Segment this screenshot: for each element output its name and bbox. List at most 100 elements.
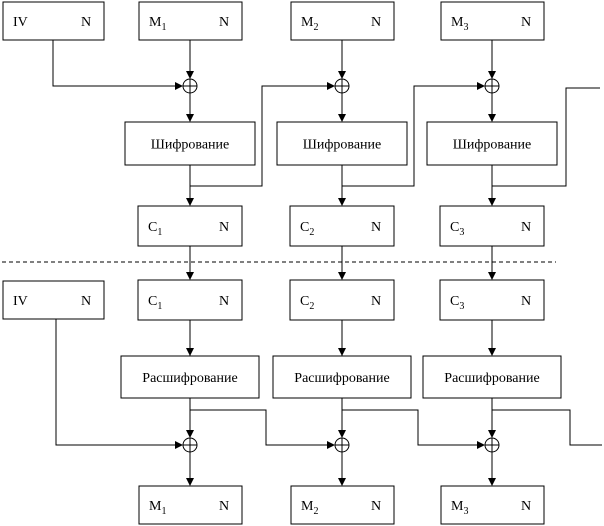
block-frame xyxy=(2,1,105,41)
dec-wire-iv-to-xor xyxy=(55,319,182,446)
enc-ciphertext-block-2: C2 N xyxy=(289,205,395,247)
block-label-subscript: 2 xyxy=(313,506,318,517)
block-size-label: N xyxy=(521,15,531,30)
block-frame xyxy=(290,485,395,525)
dec-xor-1 xyxy=(182,437,198,453)
enc-cipher-box-3: Шифрование xyxy=(426,121,558,166)
block-size-label: N xyxy=(521,499,531,514)
dec-cipher-box-1: Расшифрование xyxy=(120,355,260,399)
block-label: M1 xyxy=(149,15,166,33)
op-label: Расшифрование xyxy=(444,371,539,386)
dec-arrow-xor-to-m xyxy=(488,478,496,486)
dec-arrow-feedback-2 xyxy=(477,441,485,449)
block-label: C3 xyxy=(450,220,464,238)
block-label: C2 xyxy=(300,220,314,238)
block-size-label: N xyxy=(81,15,91,30)
block-label: M3 xyxy=(451,15,468,33)
op-frame xyxy=(422,355,562,399)
block-label-subscript: 3 xyxy=(463,22,468,33)
block-frame xyxy=(289,205,395,247)
block-frame xyxy=(137,279,243,321)
enc-arrow-cipher-to-c xyxy=(338,198,346,206)
block-label: IV xyxy=(13,15,28,30)
enc-ciphertext-block-1: C1 N xyxy=(137,205,243,247)
block-label: C2 xyxy=(300,294,314,312)
block-label-subscript: 2 xyxy=(309,301,314,312)
block-label: IV xyxy=(13,294,28,309)
block-frame xyxy=(289,279,395,321)
block-label: C3 xyxy=(450,294,464,312)
op-label: Шифрование xyxy=(151,138,230,153)
op-label: Шифрование xyxy=(453,138,532,153)
block-size-label: N xyxy=(521,220,531,235)
enc-arrow-iv-to-xor xyxy=(175,82,183,90)
block-label-main: C xyxy=(300,294,309,309)
enc-arrow-feedback-1 xyxy=(327,82,335,90)
block-size-label: N xyxy=(371,294,381,309)
dec-iv-block: IV N xyxy=(2,280,105,320)
block-frame xyxy=(439,279,545,321)
block-label-main: C xyxy=(450,220,459,235)
block-label-subscript: 3 xyxy=(459,301,464,312)
dec-cipher-box-3: Расшифрование xyxy=(422,355,562,399)
block-label-subscript: 1 xyxy=(157,227,162,238)
dec-xor-3 xyxy=(484,437,500,453)
enc-arrow-xor-to-cipher xyxy=(338,114,346,122)
block-label: M2 xyxy=(301,15,318,33)
enc-plaintext-block-3: M3 N xyxy=(440,1,545,41)
dec-arrow-xor-to-m xyxy=(186,478,194,486)
block-label-main: M xyxy=(451,499,464,514)
op-frame xyxy=(426,121,558,166)
dec-xor-2 xyxy=(334,437,350,453)
enc-arrow-cipher-to-c xyxy=(488,198,496,206)
block-frame xyxy=(439,205,545,247)
block-label: M2 xyxy=(301,499,318,517)
block-label-main: C xyxy=(450,294,459,309)
dec-arrow-iv-to-xor xyxy=(175,441,183,449)
arrow-cipher-transfer xyxy=(186,272,194,280)
block-frame xyxy=(2,280,105,320)
enc-feedback-1 xyxy=(190,85,334,187)
block-label-main: C xyxy=(148,220,157,235)
connector-lines xyxy=(2,40,602,486)
dec-arrow-decrypt-to-xor xyxy=(338,430,346,438)
block-label-subscript: 2 xyxy=(313,22,318,33)
block-size-label: N xyxy=(371,15,381,30)
block-label: M1 xyxy=(149,499,166,517)
block-label-main: M xyxy=(149,15,162,30)
op-frame xyxy=(120,355,260,399)
enc-iv-block: IV N xyxy=(2,1,105,41)
block-frame xyxy=(440,485,545,525)
op-label: Расшифрование xyxy=(294,371,389,386)
block-label-subscript: 1 xyxy=(161,506,166,517)
op-frame xyxy=(272,355,412,399)
enc-arrow-xor-to-cipher xyxy=(186,114,194,122)
dec-plaintext-block-3: M3 N xyxy=(440,485,545,525)
block-frame xyxy=(290,1,395,41)
op-label: Расшифрование xyxy=(142,371,237,386)
enc-feedback-3 xyxy=(492,87,600,187)
dec-feedback-3 xyxy=(492,409,602,446)
enc-cipher-box-2: Шифрование xyxy=(276,121,408,166)
block-label-subscript: 3 xyxy=(463,506,468,517)
enc-wire-iv-to-xor xyxy=(52,40,182,87)
block-size-label: N xyxy=(371,220,381,235)
dec-arrow-decrypt-to-xor xyxy=(488,430,496,438)
block-label-subscript: 1 xyxy=(161,22,166,33)
block-size-label: N xyxy=(81,294,91,309)
dec-arrow-feedback-1 xyxy=(327,441,335,449)
block-frame xyxy=(138,485,243,525)
block-label-main: M xyxy=(301,15,314,30)
block-label-main: IV xyxy=(13,294,28,309)
block-label-main: C xyxy=(148,294,157,309)
enc-ciphertext-block-3: C3 N xyxy=(439,205,545,247)
enc-xor-1 xyxy=(182,78,198,94)
block-size-label: N xyxy=(219,220,229,235)
block-frame xyxy=(137,205,243,247)
